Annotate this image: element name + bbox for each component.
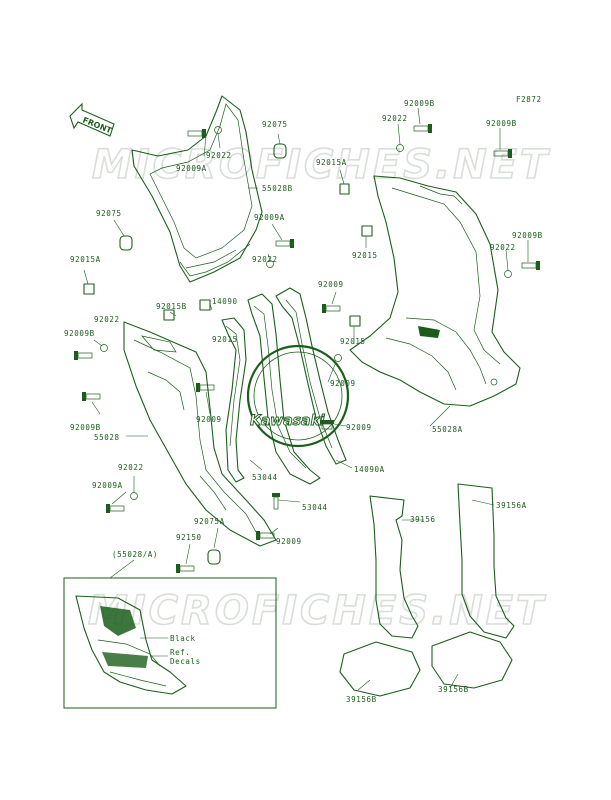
part-label: 92015A bbox=[316, 158, 347, 167]
gasket-39156B-right bbox=[431, 631, 513, 689]
part-label: 39156B bbox=[346, 695, 377, 704]
nut-icon bbox=[339, 183, 350, 195]
nut-icon bbox=[349, 315, 361, 327]
part-label: 92009 bbox=[276, 537, 302, 546]
grommet-icon bbox=[207, 549, 221, 565]
part-label: 92150 bbox=[176, 533, 202, 542]
washer-icon bbox=[130, 492, 138, 500]
inner-bracket-left bbox=[221, 317, 247, 483]
part-label: 92022 bbox=[118, 463, 144, 472]
part-label: 92022 bbox=[382, 114, 408, 123]
washer-icon bbox=[266, 260, 274, 268]
part-label: 92075 bbox=[262, 120, 288, 129]
inset-black-label: Black bbox=[170, 634, 196, 643]
bolt-icon bbox=[74, 351, 93, 360]
part-label: 14090A bbox=[354, 465, 385, 474]
inset-title: (55028/A) bbox=[112, 550, 158, 559]
bolt-icon bbox=[413, 124, 432, 133]
gasket-39156 bbox=[369, 495, 419, 639]
nut-icon bbox=[361, 225, 373, 237]
part-label: 92009A bbox=[176, 164, 207, 173]
inner-bracket-center bbox=[247, 287, 347, 485]
gasket-39156A bbox=[457, 483, 515, 639]
part-label: 14090 bbox=[212, 297, 238, 306]
bolt-icon bbox=[493, 149, 512, 158]
part-label: 92022 bbox=[206, 151, 232, 160]
bolt-icon bbox=[272, 493, 280, 510]
part-label: 92009B bbox=[70, 423, 101, 432]
washer-icon bbox=[334, 354, 342, 362]
part-label: 92015 bbox=[352, 251, 378, 260]
part-label: 92022 bbox=[94, 315, 120, 324]
part-label: 92009B bbox=[404, 99, 435, 108]
inset-ref-label: Ref. bbox=[170, 648, 190, 657]
part-label: 39156A bbox=[496, 501, 527, 510]
inset-box bbox=[63, 577, 277, 709]
part-labels: 92075 92009A 92022 55028B 92075 92009A 9… bbox=[64, 99, 543, 704]
figure-code: F2872 bbox=[516, 95, 542, 104]
part-label: 55028A bbox=[432, 425, 463, 434]
part-label: 92009B bbox=[64, 329, 95, 338]
part-label: 92075A bbox=[194, 517, 225, 526]
bolt-icon bbox=[176, 564, 195, 573]
washer-icon bbox=[396, 144, 404, 152]
part-label: 92015 bbox=[340, 337, 366, 346]
bolt-icon bbox=[256, 531, 275, 540]
part-label: 92009A bbox=[92, 481, 123, 490]
part-label: 92075 bbox=[96, 209, 122, 218]
part-label: 92009 bbox=[196, 415, 222, 424]
nut-icon bbox=[163, 309, 175, 321]
kawasaki-logo: Kawasaki bbox=[246, 344, 350, 448]
part-label: 92009 bbox=[346, 423, 372, 432]
right-side-cowl bbox=[349, 175, 521, 407]
watermark-bottom: MICROFICHES.NET bbox=[88, 588, 546, 634]
washer-icon bbox=[214, 126, 222, 134]
bolt-icon bbox=[187, 129, 206, 138]
part-label: 55028B bbox=[262, 184, 293, 193]
part-label: 39156B bbox=[438, 685, 469, 694]
part-label: 92022 bbox=[252, 255, 278, 264]
grommet-icon bbox=[119, 235, 133, 251]
part-label: 92015B bbox=[156, 302, 187, 311]
part-label: 92022 bbox=[490, 243, 516, 252]
bolt-icon bbox=[196, 383, 215, 392]
nut-icon bbox=[83, 283, 95, 295]
part-label: 92009 bbox=[318, 280, 344, 289]
part-label: 92009 bbox=[330, 379, 356, 388]
part-label: 55028 bbox=[94, 433, 120, 442]
bolt-icon bbox=[521, 261, 540, 270]
part-label: 39156 bbox=[410, 515, 436, 524]
gasket-39156B-left bbox=[339, 641, 421, 697]
nut-icon bbox=[199, 299, 211, 311]
washer-icon bbox=[504, 270, 512, 278]
part-label: 92009B bbox=[486, 119, 517, 128]
inset-decals-label: Decals bbox=[170, 657, 201, 666]
bolt-icon bbox=[322, 304, 341, 313]
part-label: 92015A bbox=[70, 255, 101, 264]
bolt-icon bbox=[82, 392, 101, 401]
watermark-top: MICROFICHES.NET bbox=[92, 142, 550, 188]
part-label: 92009B bbox=[512, 231, 543, 240]
leader-lines bbox=[83, 107, 529, 691]
logo-text: Kawasaki bbox=[250, 413, 325, 429]
upper-inner-panel bbox=[131, 95, 263, 283]
part-label: 92015 bbox=[212, 335, 238, 344]
part-label: 53044 bbox=[302, 503, 328, 512]
bolt-icon bbox=[106, 504, 125, 513]
bolt-icon bbox=[275, 239, 294, 248]
bolt-icon bbox=[320, 420, 334, 430]
part-label: 53044 bbox=[252, 473, 278, 482]
left-side-cowl bbox=[123, 321, 277, 547]
washer-icon bbox=[100, 344, 108, 352]
part-label: 92009A bbox=[254, 213, 285, 222]
front-arrow-icon: FRONT bbox=[69, 102, 115, 137]
